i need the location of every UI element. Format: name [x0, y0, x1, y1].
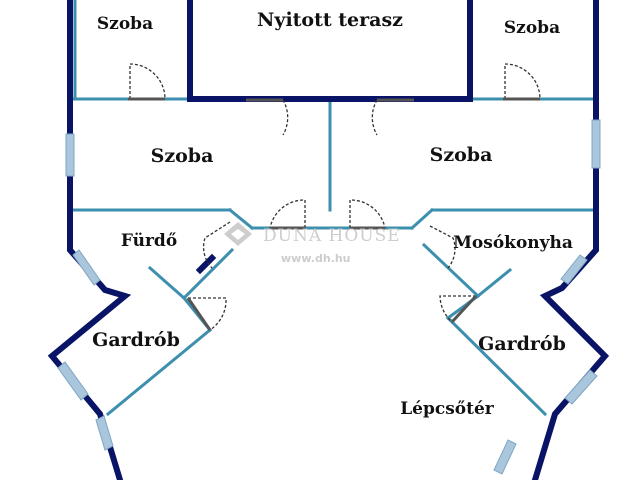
room-labels: Szoba Nyitott terasz Szoba Szoba Szoba F…	[92, 9, 573, 419]
room-label-nyitott-terasz: Nyitott terasz	[257, 9, 403, 31]
window-right-diag	[560, 254, 588, 285]
door-swing-mosokonyha	[429, 225, 456, 269]
window-left-lower	[57, 361, 89, 401]
room-label-szoba-mid-left: Szoba	[151, 145, 214, 167]
window-left-upper	[65, 133, 75, 177]
window-right-bottom	[493, 439, 517, 475]
door-swing-gardrob-left	[188, 297, 227, 331]
door-swing-top-right	[504, 63, 541, 100]
door-swing-hall-right	[349, 199, 386, 229]
door-swing-gardrob-right	[439, 295, 476, 323]
door-leaves	[128, 97, 540, 331]
room-label-szoba-top-left: Szoba	[97, 14, 153, 34]
room-label-gardrob-left: Gardrób	[92, 329, 180, 351]
room-label-gardrob-right: Gardrób	[478, 333, 566, 355]
watermark-brand: DUNA HOUSE	[263, 226, 401, 246]
room-label-szoba-mid-right: Szoba	[430, 144, 493, 166]
windows	[57, 119, 601, 475]
watermark: DUNA HOUSE www.dh.hu	[224, 222, 401, 265]
watermark-url: www.dh.hu	[281, 252, 351, 265]
outer-walls	[47, 0, 610, 480]
room-label-lepcsoter: Lépcsőtér	[400, 399, 495, 419]
room-label-szoba-top-right: Szoba	[504, 18, 560, 38]
door-swing-top-left	[129, 63, 166, 100]
window-right-lower	[564, 369, 598, 405]
door-swing-terasz-left	[248, 99, 289, 136]
room-label-furdo: Fürdő	[121, 231, 177, 251]
window-right-upper	[591, 119, 601, 169]
door-swing-hall-left	[269, 199, 306, 229]
window-left-diag	[72, 249, 101, 286]
window-left-bottom	[95, 415, 114, 451]
room-label-mosokonyha: Mosókonyha	[453, 233, 573, 253]
doors	[129, 63, 541, 331]
door-swing-terasz-right	[371, 99, 412, 136]
